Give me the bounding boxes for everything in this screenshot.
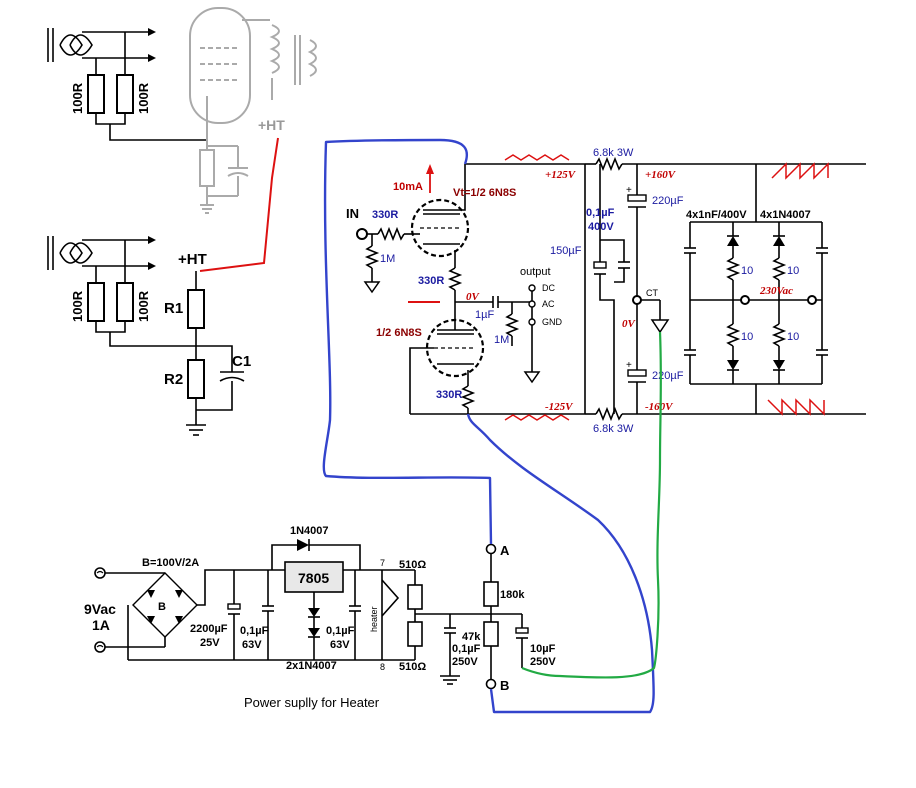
plus-mark: + [626,185,632,196]
top-left-heater-network: 100R 100R [47,28,207,141]
diodes-label: 2x1N4007 [286,660,337,672]
zero-v-label: 0V [466,291,481,303]
v-pos125-label: +125V [545,169,577,181]
red-squiggle [504,414,570,421]
c-mid-volt: 400V [588,221,614,233]
r-grid-label: 330R [372,209,398,221]
c2-val: 0,1µF [240,625,269,637]
plus-mark: + [626,360,632,371]
blue-wire [466,413,655,714]
resistor-label: 100R [136,82,151,114]
resistor-label: 100R [70,82,85,114]
r2-label: R2 [164,371,183,388]
tube-stage: Vt=1/2 6N8S 10mA IN 330R 1M 330R 0V 1µF … [346,154,586,421]
r-bottom-label: 330R [436,389,462,401]
r-mid-label: 330R [418,275,444,287]
c2-volt: 63V [242,639,262,651]
c-220-top: 220µF [652,195,684,207]
in-label: IN [346,206,359,221]
c1-val: 2200µF [190,623,228,635]
r1-label: R1 [164,300,183,317]
out-ac-label: AC [542,299,555,309]
r510-bot: 510Ω [399,661,426,673]
red-sawtooth [767,398,825,416]
r-1m-label: 1M [380,253,395,265]
out-dc-label: DC [542,283,555,293]
caption: Power suplly for Heater [244,695,380,710]
c1-volt: 25V [200,637,220,649]
b-letter: B [158,601,166,613]
pin8-label: 8 [380,662,385,672]
reg-label: 7805 [298,570,329,586]
tube-bottom-label: 1/2 6N8S [376,327,422,339]
r10-label: 10 [787,265,799,277]
r510-top: 510Ω [399,559,426,571]
gray-output-tube: +HT [189,7,317,214]
pin7-label: 7 [380,558,385,568]
vt-label: Vt=1/2 6N8S [453,187,516,199]
output-label: output [520,266,551,278]
c3-val: 0,1µF [326,625,355,637]
r10-label: 10 [741,265,753,277]
ht-label: +HT [258,117,285,133]
r180k-label: 180k [500,589,525,601]
mid-left-network: 100R 100R +HT R1 R2 C1 [47,236,251,436]
c5-volt: 250V [530,656,556,668]
blue-wire [322,138,493,545]
r-top-label: 6.8k 3W [593,147,634,159]
zero-v-label: 0V [622,318,637,330]
pt-a-label: A [500,543,510,558]
c3-volt: 63V [330,639,350,651]
v-pos160: +160V [645,169,677,181]
diodes-label: 4x1N4007 [760,209,811,221]
green-wire [521,331,662,679]
cap-out-label: 1µF [475,309,494,321]
c-mid-val: 0,1µF [586,207,615,219]
red-squiggle [504,154,570,161]
hv-supply: 6.8k 3W 6.8k 3W 0,1µF 400V 150µF + + 220… [550,147,866,435]
red-ht-wire [199,137,279,272]
diode-top-label: 1N4007 [290,525,329,537]
vac-label: 9Vac [84,601,116,617]
c5-val: 10µF [530,643,556,655]
ct-label: CT [646,288,658,298]
c4-val: 0,1µF [452,643,481,655]
current-label: 10mA [393,181,423,193]
heater-label: heater [369,606,379,632]
heater-supply: 9Vac 1A B B=100V/2A 2200µF 25V 0,1µF 63V… [84,525,556,710]
c-150-label: 150µF [550,245,582,257]
c4-volt: 250V [452,656,478,668]
v-neg125-label: -125V [545,401,574,413]
r-1m-out-label: 1M [494,334,509,346]
b-label: B=100V/2A [142,557,199,569]
c1-label: C1 [232,353,251,370]
r47k-label: 47k [462,631,481,643]
vac-label: 230Vac [759,285,793,297]
r10-label: 10 [787,331,799,343]
r-bottom-label: 6.8k 3W [593,423,634,435]
out-gnd-label: GND [542,317,563,327]
caps-label: 4x1nF/400V [686,209,747,221]
resistor-label: 100R [136,290,151,322]
r10-label: 10 [741,331,753,343]
red-sawtooth [771,162,829,180]
pt-b-label: B [500,678,509,693]
c-220-bottom: 220µF [652,370,684,382]
ht-label: +HT [178,251,207,268]
amp-label: 1A [92,617,110,633]
resistor-label: 100R [70,290,85,322]
